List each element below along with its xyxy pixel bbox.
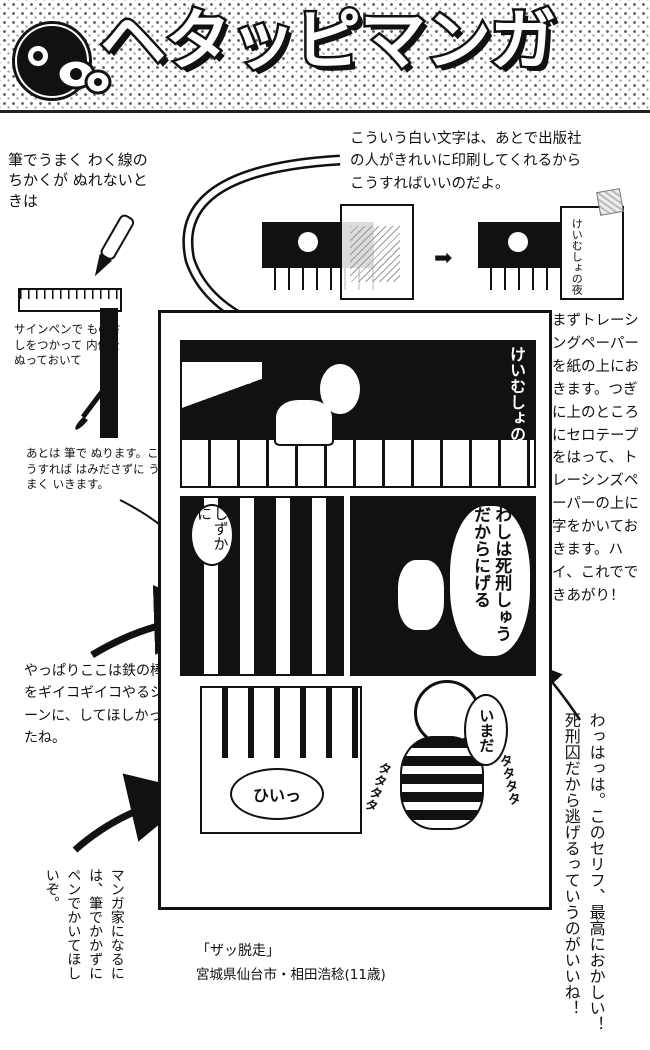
line-praise-note: わっはっは。このセリフ、最高におかしい！死刑囚だから逃げるっていうのがいいね！ [561, 712, 606, 1032]
pen-advice-note: マンガ家になるには、筆でかかずにペンでかいてほしいぞ。 [43, 868, 125, 980]
panel3-speech-bubble: わしは死刑しゅうだからにげる [448, 504, 532, 658]
inked-border-sample [100, 308, 118, 438]
tracing-method-note: まずトレーシングペーパーを紙の上におきます。つぎに上のところにセロテープをはって… [552, 313, 639, 604]
panel2-speech-bubble: しずかに [190, 504, 234, 566]
tracing-paper-before [340, 204, 414, 300]
comic-panel-2: しずかに [180, 496, 344, 676]
panel1-sfx: ピカ [212, 364, 257, 389]
comic-title-credit: 「ザッ脱走」 [196, 943, 280, 959]
header-divider [0, 110, 650, 113]
ruler-tip-note: サインペンで ものさしをつかって 内側を ぬっておいて [14, 322, 122, 368]
white-text-note: こういう白い文字は、あとで出版社の人がきれいに印刷してくれるからこうすればいいの… [350, 131, 582, 192]
tracing-paper-after: けいむしょの夜 [560, 206, 624, 300]
brush-tip-note: あとは 筆で ぬります。こうすれば はみださずに うまく いきます。 [26, 446, 160, 492]
mascot-logo [12, 21, 112, 101]
comic-panel-3: わしは死刑しゅうだからにげる [350, 496, 536, 676]
tape-icon [596, 188, 624, 216]
author-credit: 宮城県仙台市・相田浩稔(11歳) [196, 967, 386, 983]
comic-panel-1: ピカ けいむしょの夜 [180, 340, 536, 488]
panel5-speech-bubble: いまだ [464, 694, 508, 766]
pen-tip-note: 筆でうまく わく線のちかくが ぬれないときは [8, 151, 148, 210]
tracing-label: けいむしょの夜 [570, 218, 584, 295]
header-banner [0, 0, 650, 112]
comic-panel-4: ひいっ [200, 686, 362, 834]
arrow-right-icon: ➡ [434, 246, 453, 271]
bars-comment-note: やっぱりここは鉄の棒をギイコギイコやるシーンに、してほしかったね。 [24, 663, 164, 747]
comic-panel-5: いまだ タタタタ [380, 672, 530, 842]
panel5-sfx-1: タタタタ [495, 752, 522, 807]
panel4-sfx: ひいっ [230, 768, 324, 820]
brush-icon [75, 375, 115, 430]
page-title: ヘタッピマンガ [98, 2, 559, 79]
pen-icon [94, 214, 135, 277]
panel1-caption: けいむしょの夜 [507, 346, 526, 458]
